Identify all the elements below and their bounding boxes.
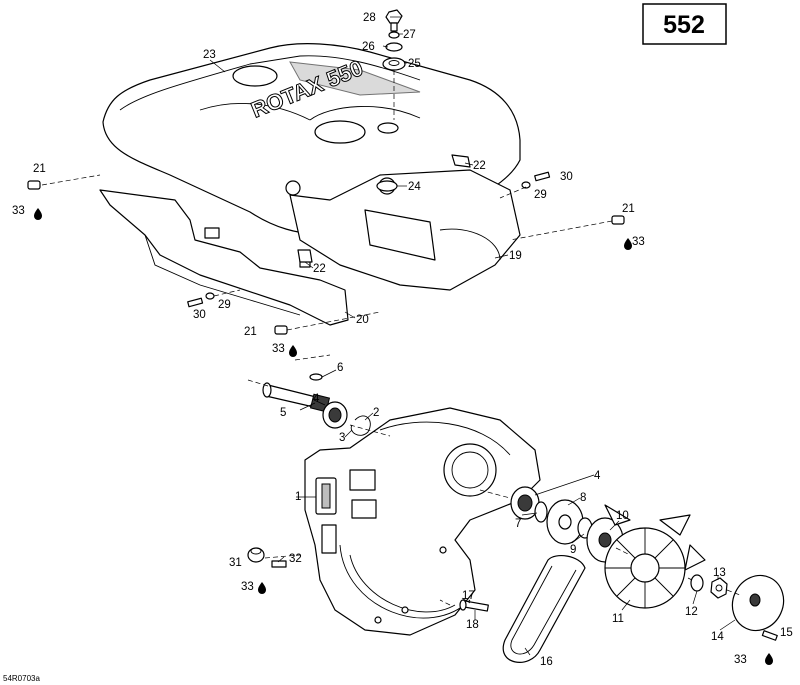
label-part-29-lower: 29 [218, 299, 231, 311]
label-part-8: 8 [580, 492, 586, 504]
cover-clip-upper [451, 154, 471, 168]
label-part-12: 12 [685, 606, 698, 618]
label-part-10: 10 [616, 510, 629, 522]
label-part-30-lower: 30 [193, 309, 206, 321]
label-part-22-lower: 22 [313, 263, 326, 275]
label-part-29-upper: 29 [534, 189, 547, 201]
top-grommet [382, 57, 406, 71]
washer-lower-left [205, 292, 215, 300]
label-part-13: 13 [713, 567, 726, 579]
cap-screw [761, 630, 778, 641]
diagram-number-badge: 552 [642, 3, 727, 45]
label-part-26: 26 [362, 41, 375, 53]
pulley-half [546, 499, 584, 545]
drive-shaft [262, 382, 331, 413]
fan-cap [731, 574, 785, 632]
label-part-25: 25 [408, 58, 421, 70]
label-part-9: 9 [570, 544, 576, 556]
label-part-30-upper: 30 [560, 171, 573, 183]
adhesive-drop-icons [34, 208, 773, 665]
label-part-7: 7 [515, 518, 521, 530]
label-part-14: 14 [711, 631, 724, 643]
label-part-22-upper: 22 [473, 160, 486, 172]
label-part-21-left: 21 [33, 163, 46, 175]
cover-grommet [376, 180, 398, 192]
label-part-6: 6 [337, 362, 343, 374]
label-part-17: 17 [462, 590, 475, 602]
black-droplet-icon [289, 345, 297, 357]
label-part-18: 18 [466, 619, 479, 631]
black-droplet-icon [765, 653, 773, 665]
label-part-33-left: 33 [12, 205, 25, 217]
label-part-27: 27 [403, 29, 416, 41]
tensioner-bolt [459, 599, 489, 612]
label-part-1: 1 [295, 491, 301, 503]
label-part-33-housing: 33 [241, 581, 254, 593]
label-part-23: 23 [203, 49, 216, 61]
label-part-19: 19 [509, 250, 522, 262]
label-part-28: 28 [363, 12, 376, 24]
label-part-21-lower: 21 [244, 326, 257, 338]
black-droplet-icon [624, 238, 632, 250]
label-part-33-middle: 33 [272, 343, 285, 355]
woodruff-key [309, 373, 323, 381]
fan-housing [304, 407, 541, 636]
washer-upper-right [521, 181, 531, 189]
black-droplet-icon [34, 208, 42, 220]
reference-code: 54R0703a [3, 674, 40, 683]
screw-upper-right [534, 171, 551, 182]
label-part-16: 16 [540, 656, 553, 668]
label-part-32: 32 [289, 553, 302, 565]
label-part-5: 5 [280, 407, 286, 419]
label-part-20: 20 [356, 314, 369, 326]
cooling-fan [604, 504, 706, 609]
label-part-21-right: 21 [622, 203, 635, 215]
label-part-15: 15 [780, 627, 793, 639]
cover-clip-lower [297, 249, 313, 263]
part-labels: 1 2 3 4 4 5 6 7 8 9 10 11 12 13 14 15 16… [12, 12, 793, 668]
plug-right [611, 215, 625, 225]
top-washer [385, 42, 403, 52]
upper-bearing [322, 401, 348, 429]
assembly-lines [41, 174, 741, 606]
grommet [247, 547, 265, 563]
label-part-4-upper: 4 [313, 393, 320, 405]
engine-cover: ROTAX 550 [102, 43, 521, 291]
leader-lines [209, 16, 736, 656]
plug-left [27, 180, 41, 190]
label-part-33-cap: 33 [734, 654, 747, 666]
fan-belt [502, 554, 586, 663]
screw-lower-left [187, 297, 204, 308]
fan-nut [710, 577, 728, 599]
diagram-number: 552 [663, 11, 705, 39]
label-part-33-right: 33 [632, 236, 645, 248]
black-droplet-icon [258, 582, 266, 594]
label-part-24: 24 [408, 181, 421, 193]
label-part-11: 11 [612, 613, 624, 625]
lower-bearing [510, 486, 540, 520]
top-bolt [385, 9, 403, 32]
label-part-4-lower: 4 [594, 470, 601, 482]
grommet-screw [271, 560, 287, 568]
label-part-31: 31 [229, 557, 242, 569]
top-washer-small [388, 31, 400, 39]
spacer-ring [534, 501, 548, 523]
plug-lower [274, 325, 288, 335]
label-part-3: 3 [339, 432, 345, 444]
label-part-2: 2 [373, 407, 379, 419]
circlip [350, 415, 371, 436]
fan-washer [690, 574, 704, 592]
